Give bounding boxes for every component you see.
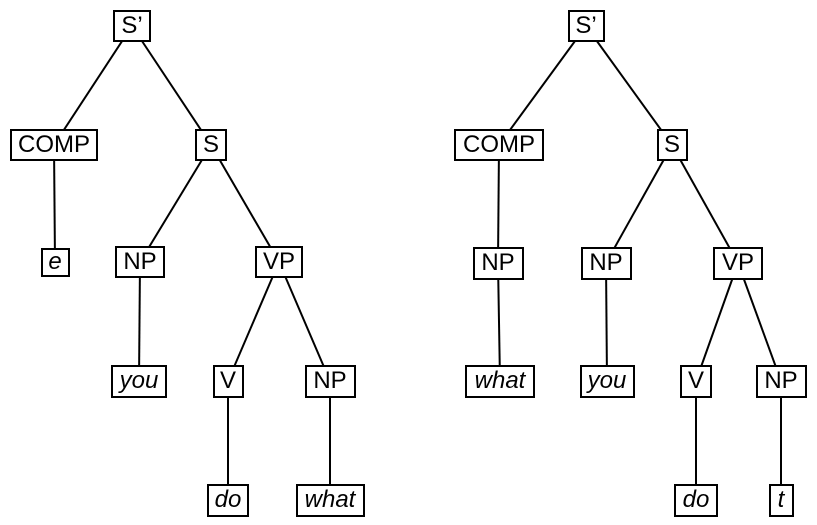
- tree-node-left-tree-np1: NP: [115, 246, 165, 278]
- node-label: t: [777, 486, 785, 513]
- tree-node-left-tree-e: e: [40, 247, 70, 277]
- node-label: S’: [121, 12, 143, 39]
- tree-node-left-tree-you: you: [111, 364, 167, 398]
- node-label: VP: [262, 248, 295, 275]
- tree-node-right-tree-sbar: S’: [567, 10, 605, 42]
- tree-edge-right-tree-comp-np1: [497, 144, 500, 264]
- tree-node-left-tree-sbar: S’: [113, 10, 151, 42]
- node-label: e: [48, 248, 62, 275]
- tree-node-left-tree-np2: NP: [304, 364, 356, 398]
- node-label: you: [587, 367, 627, 394]
- tree-edge-left-tree-s-vp: [210, 144, 280, 263]
- tree-edge-left-tree-comp-e: [53, 144, 56, 263]
- tree-node-right-tree-np3: NP: [755, 364, 807, 398]
- node-label: you: [119, 367, 159, 394]
- node-label: VP: [721, 249, 754, 276]
- node-label: COMP: [463, 131, 535, 158]
- tree-edge-left-tree-sbar-comp: [53, 25, 133, 146]
- node-label: NP: [764, 367, 798, 394]
- tree-node-left-tree-do: do: [207, 483, 249, 517]
- tree-node-left-tree-v: V: [212, 364, 244, 398]
- node-label: do: [682, 486, 710, 513]
- node-label: S’: [575, 12, 597, 39]
- node-label: NP: [589, 249, 623, 276]
- node-label: do: [214, 486, 242, 513]
- tree-node-right-tree-vp: VP: [713, 246, 763, 280]
- node-label: NP: [123, 248, 157, 275]
- tree-node-left-tree-comp: COMP: [10, 129, 98, 161]
- tree-node-right-tree-np1: NP: [472, 246, 524, 280]
- tree-edge-left-tree-vp-v: [227, 261, 280, 382]
- tree-edge-left-tree-s-np1: [139, 144, 212, 263]
- tree-node-left-tree-vp: VP: [255, 246, 303, 278]
- tree-edge-right-tree-np1-what: [497, 262, 501, 382]
- tree-edge-left-tree-sbar-s: [131, 25, 212, 146]
- node-label: what: [474, 367, 526, 394]
- node-label: S: [663, 131, 680, 158]
- tree-edge-right-tree-s-vp: [671, 144, 739, 264]
- node-label: NP: [313, 367, 347, 394]
- tree-node-right-tree-you: you: [579, 364, 635, 398]
- tree-node-right-tree-do: do: [674, 483, 718, 517]
- tree-node-right-tree-what: what: [465, 364, 535, 398]
- tree-edge-right-tree-sbar-comp: [498, 25, 587, 146]
- tree-edge-left-tree-vp-np2: [278, 261, 331, 382]
- node-label: V: [219, 367, 236, 394]
- tree-edge-right-tree-s-np2: [605, 144, 673, 264]
- node-label: what: [304, 486, 356, 513]
- tree-node-right-tree-np2: NP: [580, 246, 632, 280]
- tree-node-right-tree-v: V: [680, 364, 712, 398]
- tree-node-right-tree-comp: COMP: [454, 129, 544, 161]
- tree-edge-right-tree-sbar-s: [585, 25, 673, 146]
- tree-edge-left-tree-np1-you: [138, 261, 141, 382]
- node-label: COMP: [18, 131, 90, 158]
- node-label: NP: [481, 249, 515, 276]
- node-label: V: [687, 367, 704, 394]
- tree-edge-right-tree-vp-np3: [737, 262, 782, 382]
- tree-node-left-tree-what: what: [295, 483, 365, 517]
- tree-node-left-tree-s: S: [195, 129, 227, 161]
- tree-edge-right-tree-np2-you: [605, 262, 608, 382]
- tree-node-right-tree-s: S: [656, 129, 688, 161]
- tree-edge-right-tree-vp-v: [695, 262, 739, 382]
- node-label: S: [202, 131, 219, 158]
- tree-node-right-tree-t: t: [768, 483, 794, 517]
